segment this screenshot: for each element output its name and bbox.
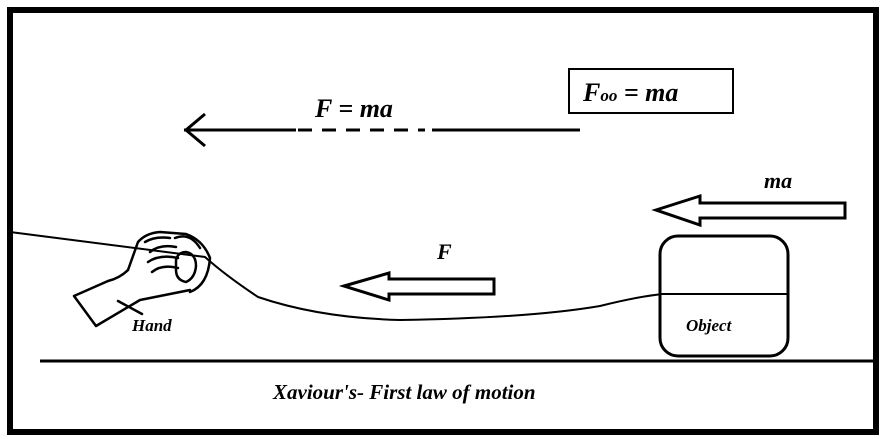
hand-fist xyxy=(174,250,198,284)
hand-arm xyxy=(72,268,192,328)
hand-knuckle xyxy=(173,235,202,250)
caption: Xaviour's- First law of motion xyxy=(272,380,536,404)
equation-box-label: Foo = ma xyxy=(582,78,678,107)
object-label: Object xyxy=(686,316,733,335)
hand-drawing xyxy=(72,230,212,328)
diagram-frame xyxy=(7,7,879,435)
reaction-arrow: ma xyxy=(651,168,847,228)
hand-label: Hand xyxy=(131,316,172,335)
equation-box-border xyxy=(568,68,734,114)
top-force-arrow: F = ma xyxy=(183,94,580,148)
hand-fingers xyxy=(143,236,180,274)
object-block: Object xyxy=(658,234,790,358)
pull-arrow: F xyxy=(338,239,496,303)
reaction-arrow-label: ma xyxy=(764,168,792,193)
hand-palm xyxy=(126,230,212,294)
pull-arrow-label: F xyxy=(436,239,452,264)
pull-arrow-shape xyxy=(338,271,496,303)
rope xyxy=(9,231,665,322)
hand-pointer xyxy=(116,299,144,316)
top-arrow-head xyxy=(183,112,206,148)
object-outline xyxy=(658,234,790,358)
reaction-arrow-shape xyxy=(651,193,847,228)
equation-box: Foo = ma xyxy=(568,68,734,114)
top-arrow-label: F = ma xyxy=(314,94,393,123)
